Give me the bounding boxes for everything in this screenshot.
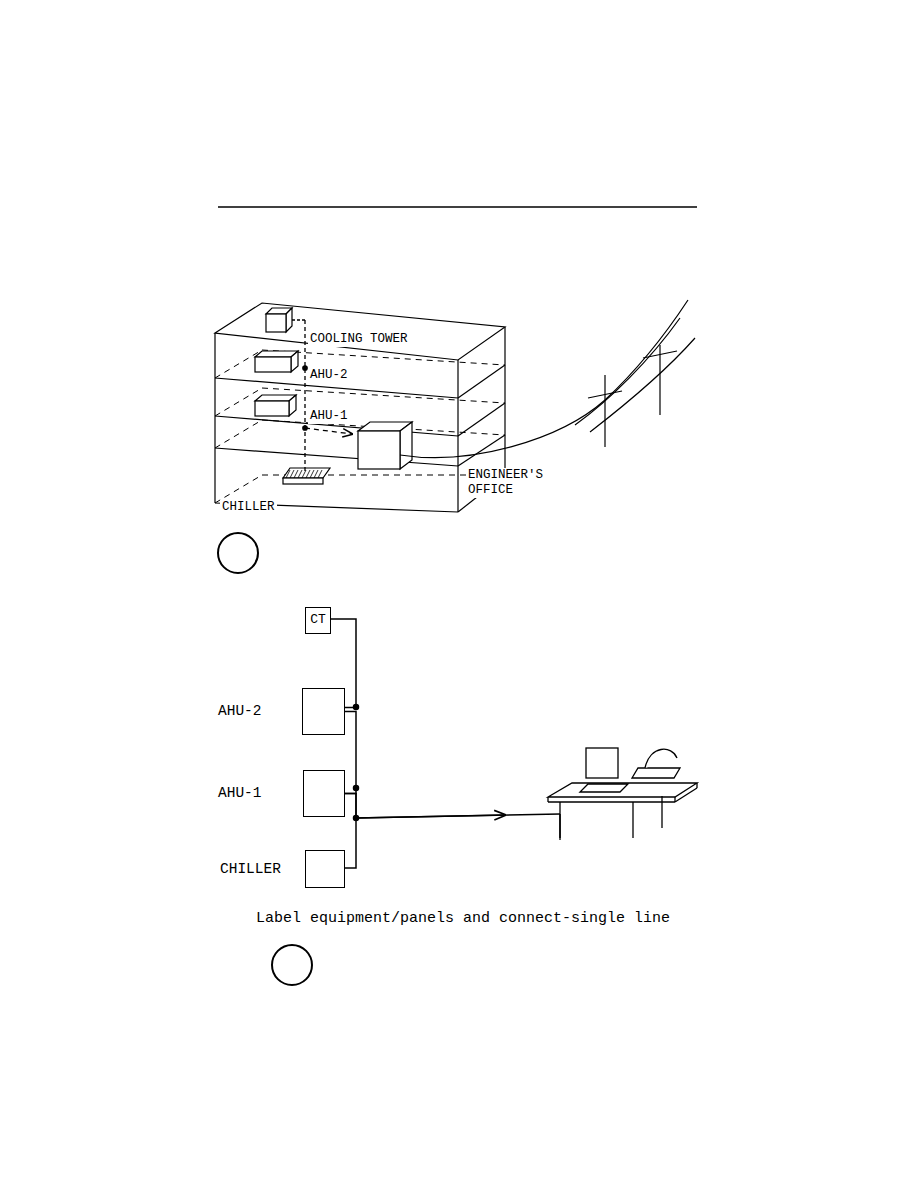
ahu-2-icon [255,351,298,372]
computer-desk [645,749,677,768]
chiller-icon [294,470,298,478]
equipment-panel: CT [305,607,331,634]
bus-connector [345,712,356,794]
computer-desk [632,802,633,838]
building-outline [504,327,505,475]
computer-desk [548,748,697,840]
bus-to-computer [354,705,561,839]
power-lines [643,351,677,358]
chiller-icon [310,470,314,478]
computer-desk [696,783,697,788]
building-outline [214,333,215,503]
power-lines [588,391,622,398]
control-wiring [303,366,307,370]
bus-to-computer [356,814,560,818]
building-outline [458,403,505,436]
equipment-label: COOLING TOWER [308,332,410,347]
ahu-2-icon [291,351,298,372]
computer-desk [661,796,662,828]
chiller-icon [283,468,330,478]
computer-desk [547,797,548,802]
equipment-panel: AHU-1 [218,770,345,817]
building-outline [458,365,505,398]
chiller-icon [306,470,310,478]
chiller-icon [286,470,322,478]
panel-box: CT [305,607,331,634]
panel-label: CT [310,613,326,628]
equipment-label: AHU-2 [308,368,350,383]
chiller-icon [286,470,290,478]
engineers-office-box [358,422,412,469]
top-rule [218,206,697,208]
callout-circle [272,945,312,985]
computer-desk [548,801,675,802]
ahu-1-icon [289,395,296,416]
chiller-icon [302,470,306,478]
caption: Label equipment/panels and connect-singl… [256,910,670,927]
bus-to-computer [356,815,505,818]
power-lines [590,338,695,432]
control-wiring [292,319,305,320]
building-hidden-lines [215,350,505,503]
cooling-tower-icon [266,314,286,332]
building-hidden-lines [215,420,262,448]
power-lines [604,375,605,447]
chiller-icon [283,468,330,484]
equipment-panel: AHU-2 [218,688,345,735]
cooling-tower-icon [266,308,292,332]
building-outline [215,303,505,360]
computer-desk [548,783,697,797]
cooling-tower-icon [286,308,292,332]
computer-desk [632,768,680,778]
panel-box [305,850,345,888]
power-lines [400,300,688,458]
ahu-1-icon [255,395,296,416]
power-lines [659,345,660,415]
callout-circle [218,533,258,573]
control-wiring [305,428,352,434]
computer-desk [580,784,628,792]
equipment-label: ENGINEER'S OFFICE [466,468,566,498]
power-lines [575,318,680,425]
computer-desk [559,802,560,840]
panel-label: AHU-2 [218,703,302,720]
panel-box [303,770,345,817]
building-hidden-lines [262,388,505,403]
chiller-icon [298,470,302,478]
panel-label: AHU-1 [218,785,303,802]
callout-circle [218,533,258,573]
panel-box [302,688,345,735]
engineers-office-box [400,422,412,469]
chiller-icon [290,470,294,478]
equipment-label: CHILLER [220,500,277,515]
building-outline [215,303,505,512]
ahu-1-icon [255,401,289,416]
control-wiring [304,320,305,472]
chiller-icon [318,470,322,478]
panel-label: CHILLER [220,861,305,878]
computer-desk [675,788,697,802]
equipment-label: AHU-1 [308,409,350,424]
bus-connector [345,794,356,869]
top-rule [218,207,697,208]
computer-desk [586,748,618,778]
ahu-2-icon [255,357,291,372]
power-lines [400,300,695,458]
callout-circle [272,945,312,985]
equipment-panel: CHILLER [220,850,345,888]
chiller-icon [283,478,323,484]
engineers-office-box [358,431,400,469]
chiller-icon [314,470,318,478]
building-hidden-lines [215,475,262,503]
control-wiring [303,426,307,430]
